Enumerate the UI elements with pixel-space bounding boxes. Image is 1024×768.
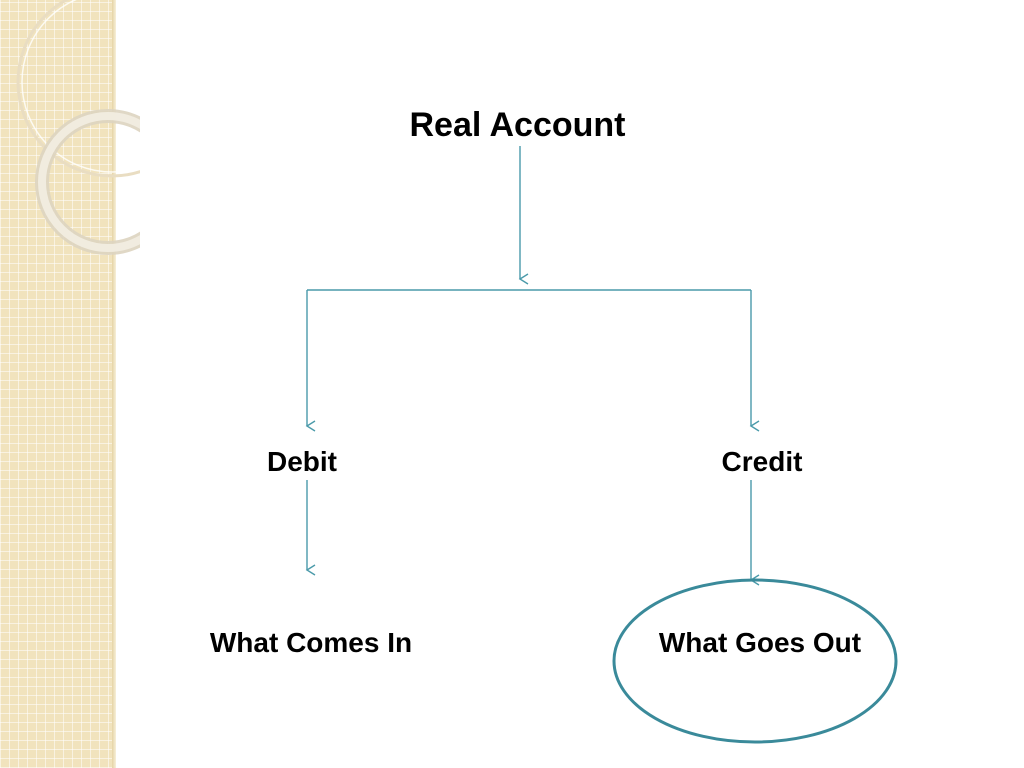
node-real-account: Real Account bbox=[409, 106, 626, 144]
node-debit: Debit bbox=[267, 446, 337, 477]
node-what-comes-in: What Comes In bbox=[209, 627, 413, 658]
decorative-ring-large bbox=[16, 0, 140, 178]
decorative-ring-small-inner bbox=[38, 112, 140, 252]
decorative-side-panel bbox=[0, 0, 112, 768]
highlight-ellipse-what-goes-out bbox=[612, 578, 898, 744]
decorative-rings-icon bbox=[16, 0, 140, 255]
side-panel-edge bbox=[112, 0, 116, 768]
node-credit: Credit bbox=[721, 446, 803, 477]
decorative-ring-large-highlight bbox=[21, 0, 140, 173]
node-what-goes-out: What Goes Out bbox=[658, 627, 862, 658]
